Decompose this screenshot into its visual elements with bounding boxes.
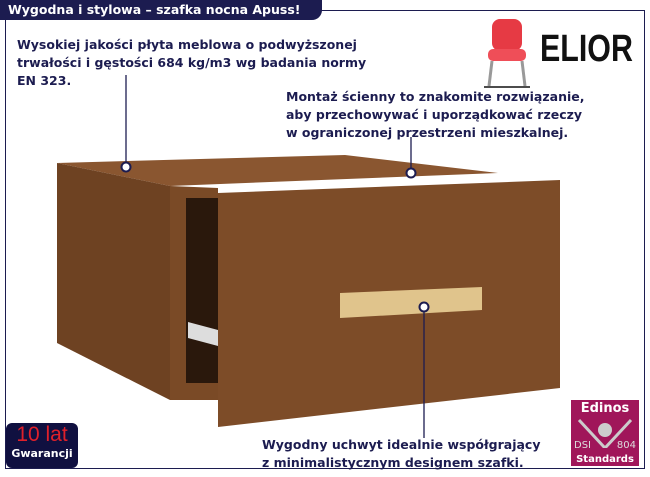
certificate-number: 804 — [616, 440, 636, 451]
mounting-callout: Montaż ścienny to znakomite rozwiązanie,… — [286, 88, 585, 142]
frame-top-line — [320, 10, 644, 11]
callout-line: Wysokiej jakości płyta meblowa o podwyżs… — [17, 37, 357, 52]
callout-line: EN 323. — [17, 73, 72, 88]
certificate-standards: Standards — [576, 454, 634, 465]
callout-line: w ograniczonej przestrzeni mieszkalnej. — [286, 125, 569, 140]
certificate-badge: Edinos DSI 804 Standards — [571, 400, 639, 466]
callout-dot — [418, 301, 430, 313]
page-title: Wygodna i stylowa – szafka nocna Apuss! — [0, 0, 322, 20]
callout-line: Wygodny uchwyt idealnie współgrający — [262, 437, 541, 452]
callout-line: z minimalistycznym designem szafki. — [262, 455, 524, 470]
warranty-badge: 10 lat Gwarancji — [6, 423, 78, 468]
warranty-label: Gwarancji — [11, 447, 73, 460]
callout-dot — [405, 167, 417, 179]
cabinet-top — [57, 155, 498, 186]
material-callout: Wysokiej jakości płyta meblowa o podwyżs… — [17, 36, 366, 90]
brand-logo: ELIOR — [540, 28, 633, 70]
chair-icon — [484, 19, 530, 88]
drawer-handle — [340, 287, 482, 318]
certificate-emblem-icon — [577, 418, 633, 448]
drawer-opening — [186, 198, 218, 383]
handle-callout: Wygodny uchwyt idealnie współgrający z m… — [262, 436, 540, 472]
certificate-dsi: DSI — [574, 440, 591, 451]
warranty-years: 10 lat — [16, 423, 68, 446]
callout-line: Montaż ścienny to znakomite rozwiązanie, — [286, 89, 585, 104]
drawer-slide — [188, 322, 218, 346]
content-frame — [5, 10, 645, 469]
certificate-name: Edinos — [580, 401, 630, 416]
cabinet-side — [57, 163, 170, 400]
callout-line: trwałości i gęstości 684 kg/m3 wg badani… — [17, 55, 367, 70]
callout-line: aby przechowywać i uporządkować rzeczy — [286, 107, 583, 122]
callout-dot — [120, 161, 132, 173]
